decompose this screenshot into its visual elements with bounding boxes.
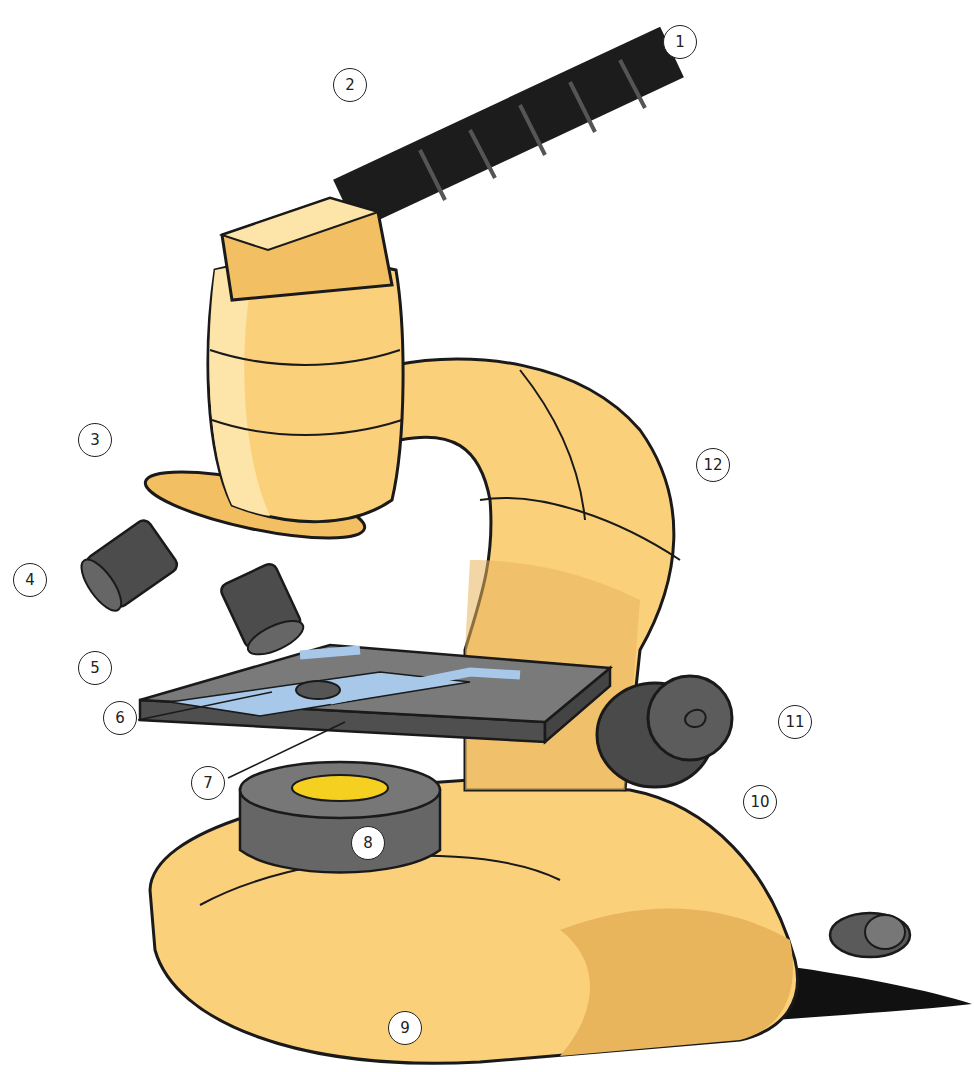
stage-clip (330, 672, 520, 700)
objective-tip (74, 554, 128, 617)
callout-number: 5 (78, 651, 112, 685)
eyepiece-tube (345, 52, 672, 205)
prism-top (222, 198, 378, 250)
callout-number: 1 (663, 25, 697, 59)
fine-focus-knob (648, 676, 732, 760)
callout-number: 11 (778, 705, 812, 739)
callout-number: 7 (191, 766, 225, 800)
eyepiece-ridges (420, 60, 645, 200)
objective-tip (243, 614, 308, 661)
light-lens (292, 775, 388, 801)
power-switch-cap (865, 915, 905, 949)
callout-number: 12 (696, 448, 730, 482)
callout-number: 8 (351, 826, 385, 860)
microscope-base (150, 780, 798, 1063)
callout-number: 3 (78, 423, 112, 457)
base-shading (560, 909, 793, 1056)
head-contour (210, 350, 400, 365)
callout-number: 10 (743, 785, 777, 819)
objective-lens (74, 517, 180, 616)
light-top (240, 762, 440, 818)
power-switch (830, 913, 910, 957)
callout-number: 4 (13, 563, 47, 597)
prism-housing (222, 198, 392, 300)
knob-detail (685, 710, 706, 727)
leader-line (228, 722, 345, 778)
head-contour (212, 420, 402, 435)
callout-number: 9 (388, 1011, 422, 1045)
microscope-stage (140, 645, 610, 722)
callout-number: 6 (103, 701, 137, 735)
stage-aperture (296, 681, 340, 699)
stage-clip (300, 650, 360, 655)
arm-contour (480, 498, 680, 560)
objective-lens (219, 562, 308, 662)
callout-number: 2 (333, 68, 367, 102)
leader-line (138, 692, 272, 720)
arm-contour (520, 370, 585, 520)
